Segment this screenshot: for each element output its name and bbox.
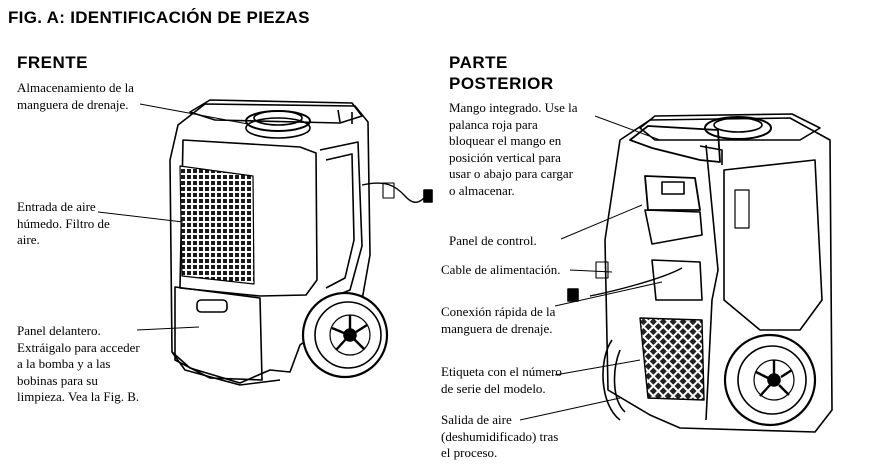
back-dehumidifier — [568, 114, 832, 432]
front-dehumidifier — [170, 100, 432, 385]
